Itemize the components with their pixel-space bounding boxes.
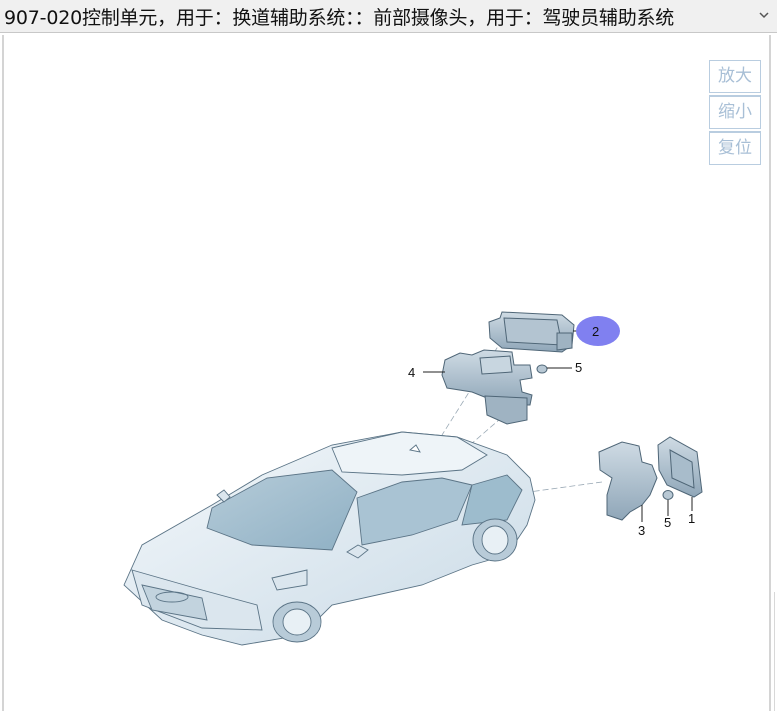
part-group-title: 907-020控制单元，用于：换道辅助系统：：前部摄像头，用于：驾驶员辅助系统: [4, 7, 675, 29]
parts-diagram[interactable]: 2 4 5 3 5 1: [4, 35, 769, 711]
part-1-camera-module[interactable]: [657, 436, 703, 498]
part-3-bracket[interactable]: [598, 441, 658, 521]
scroll-edge: [774, 592, 775, 711]
diagram-viewer[interactable]: 2 4 5 3 5 1: [2, 35, 771, 711]
part-5-nut-upper[interactable]: [536, 364, 548, 374]
callout-3[interactable]: 3: [638, 523, 645, 538]
vehicle-illustration: [123, 431, 536, 646]
chevron-down-icon[interactable]: [757, 6, 771, 24]
callout-4[interactable]: 4: [408, 365, 415, 380]
zoom-in-button[interactable]: 放大: [709, 60, 761, 93]
callout-5-upper[interactable]: 5: [575, 360, 582, 375]
zoom-out-button[interactable]: 缩小: [709, 95, 761, 129]
zoom-controls: 放大 缩小 复位: [709, 60, 761, 167]
part-5-nut-lower[interactable]: [662, 490, 674, 500]
part-group-select[interactable]: 907-020控制单元，用于：换道辅助系统：：前部摄像头，用于：驾驶员辅助系统: [0, 0, 777, 33]
callout-5-lower[interactable]: 5: [664, 515, 671, 530]
callout-2[interactable]: 2: [592, 324, 599, 339]
reset-button[interactable]: 复位: [709, 131, 761, 165]
part-4-bracket[interactable]: [441, 349, 533, 425]
callout-2-highlight[interactable]: [576, 316, 620, 346]
callout-1[interactable]: 1: [688, 511, 695, 526]
part-2-control-unit[interactable]: [488, 311, 575, 353]
